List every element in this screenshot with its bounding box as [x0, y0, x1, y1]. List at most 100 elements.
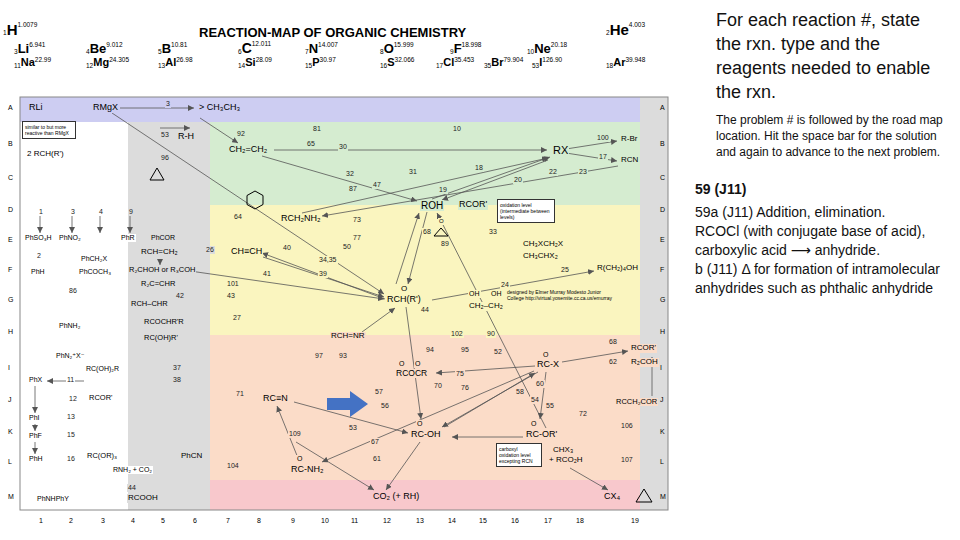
element-cell: 4Be9.012 [86, 42, 123, 56]
compound-label: RC-X [536, 360, 560, 370]
reaction-arrow [566, 141, 617, 149]
map-band [20, 122, 128, 510]
compound-label: RLi [28, 103, 44, 113]
reaction-arrow [386, 442, 420, 490]
element-symbol: C [242, 41, 252, 55]
atomic-number: 4 [86, 49, 90, 56]
pointer-arrow [327, 391, 368, 417]
column-number: 5 [160, 517, 166, 525]
compound-label: OH [468, 290, 481, 298]
reaction-number: 72 [578, 410, 588, 418]
reaction-number: 106 [620, 422, 634, 430]
compound-label: ROH [420, 200, 444, 211]
compound-label: PhF [28, 432, 43, 440]
compound-label: CH₃XCH₂X [522, 240, 564, 249]
row-letter: L [659, 458, 665, 466]
compound-label: RCCH₂COR [615, 398, 658, 406]
atomic-weight: 18.998 [462, 42, 482, 49]
reaction-arrow [436, 366, 535, 373]
solution-text: RCOCl (with conjugate base of acid), [695, 222, 953, 241]
reaction-number: 34,35 [318, 256, 338, 264]
compound-label: O [414, 360, 421, 368]
compound-label: RCH–CHR [130, 300, 169, 308]
atomic-number: 12 [86, 63, 93, 70]
compound-label: > CH₃CH₃ [198, 103, 241, 113]
atomic-weight: 35.453 [454, 57, 474, 64]
element-cell: 5B10.81 [158, 42, 187, 56]
compound-label: CH₂–CH₂ [468, 302, 504, 311]
element-cell: 12Mg24.305 [86, 57, 129, 70]
element-symbol: N [309, 42, 318, 55]
reaction-arrow [274, 150, 547, 151]
reaction-number: 25 [560, 266, 570, 274]
reaction-number: 109 [288, 430, 302, 438]
solution-text: carboxylic acid ⟶ anhydride. [695, 241, 953, 260]
atomic-number: 5 [158, 49, 162, 56]
compound-label: O [438, 218, 445, 225]
compound-label: RX [552, 144, 569, 156]
compound-label: PhSO₃H [24, 234, 53, 242]
map-band [20, 97, 668, 510]
reaction-arrow [442, 160, 548, 200]
ring-symbol [636, 489, 652, 502]
ring-symbol [150, 168, 652, 502]
row-letter: M [659, 493, 667, 501]
element-symbol: I [539, 57, 542, 68]
reaction-number: 75 [455, 370, 465, 378]
compound-label: RNH₂ + CO₂ [112, 466, 153, 474]
column-number: 19 [630, 517, 640, 525]
compound-label: RCH=CH₂ [140, 248, 179, 257]
atomic-number: 11 [14, 63, 21, 70]
column-number: 7 [225, 517, 231, 525]
reaction-number: 86 [68, 287, 78, 295]
row-letter: I [7, 364, 11, 372]
compound-label: CH≡CH [230, 247, 263, 257]
compound-label: CH₃CHX₂ [522, 252, 559, 261]
element-cell: 35Br79.904 [484, 57, 523, 70]
map-band [210, 480, 640, 510]
column-number: 2 [68, 517, 74, 525]
reaction-arrow [396, 213, 419, 284]
row-letter: C [7, 174, 14, 182]
compound-label: PhNH₂ [58, 322, 81, 330]
row-letter: B [7, 140, 14, 148]
column-number: 6 [192, 517, 198, 525]
compound-label: R₂CHOH or R₃COH [128, 266, 196, 274]
reaction-number: 68 [422, 228, 432, 236]
note-box: oxidation level (intermediate between le… [497, 199, 555, 223]
reaction-arrow [190, 271, 384, 299]
reaction-arrow [362, 308, 395, 332]
row-letter: K [7, 428, 14, 436]
column-number: 9 [290, 517, 296, 525]
reaction-arrow [35, 108, 652, 490]
reaction-arrow [120, 108, 194, 109]
element-symbol: Ne [534, 42, 551, 55]
map-band [20, 97, 668, 510]
atomic-number: 13 [158, 63, 165, 70]
reaction-number: 3 [70, 208, 76, 216]
element-cell: 16S32.066 [380, 57, 414, 70]
compound-label: PhCN [180, 452, 203, 461]
compound-label: O [542, 351, 549, 359]
reaction-arrow [262, 253, 385, 299]
element-cell: 14Si28.09 [238, 57, 272, 70]
row-letter: G [659, 296, 666, 304]
atomic-number: 35 [484, 63, 491, 70]
compound-label: RC(OH)₂R [85, 365, 120, 373]
row-letter: E [659, 236, 666, 244]
column-number: 11 [350, 517, 359, 525]
atomic-weight: 126.90 [542, 57, 562, 64]
row-letter: E [7, 236, 14, 244]
atomic-weight: 9.012 [106, 42, 122, 49]
column-number: 13 [415, 517, 425, 525]
atomic-number: 9 [450, 49, 454, 56]
reaction-number: 90 [486, 330, 496, 338]
compound-label: RCOCR [395, 369, 428, 378]
compound-label: O [530, 420, 537, 428]
reaction-number: 53 [160, 131, 170, 139]
atomic-weight: 28.09 [256, 57, 272, 64]
reaction-number: 26 [205, 246, 215, 254]
reaction-arrow [562, 351, 628, 362]
note-text: oxidation level (intermediate between le… [500, 202, 552, 220]
compound-label: RCOCHR'R [143, 318, 185, 326]
